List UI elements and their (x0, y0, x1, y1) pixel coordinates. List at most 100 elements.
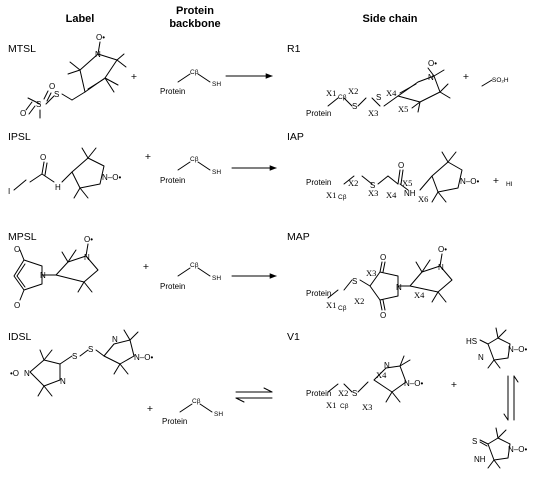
iap-x6: X6 (418, 194, 428, 204)
ipsl-o: O (40, 153, 46, 162)
v1-n1: N (384, 361, 390, 370)
backbone-2-protein: Protein (160, 176, 185, 185)
header-backbone-line1: Protein (176, 5, 214, 17)
backbone-4-cbeta: Cβ (192, 398, 201, 405)
label-idsl: IDSL (8, 331, 32, 343)
backbone-3-sh: SH (212, 275, 221, 282)
label-mpsl: MPSL (8, 231, 37, 243)
byproduct-1: SO₂H (492, 77, 509, 84)
iap-n-o: N–O• (460, 177, 479, 186)
plus-4: + (147, 403, 153, 415)
label-ipsl: IPSL (8, 131, 31, 143)
mtsl-o2: O (49, 82, 55, 91)
plus-2b: + (493, 175, 499, 187)
mtsl-structure (25, 41, 127, 119)
r1-x4: X4 (386, 88, 397, 98)
backbone-2-sh: SH (212, 169, 221, 176)
map-o2: O (380, 311, 386, 320)
mpsl-o-rad: O• (84, 235, 93, 244)
v1-x1: X1 (326, 400, 336, 410)
plus-1: + (131, 71, 137, 83)
iap-s: S (370, 181, 375, 190)
product-v1: V1 (287, 331, 300, 343)
r1-s1: S (352, 102, 357, 111)
header-label: Label (66, 13, 95, 25)
tautomer-s: S (472, 437, 477, 446)
header-side-chain: Side chain (362, 13, 417, 25)
byproduct-2: HI (506, 181, 513, 188)
label-mtsl: MTSL (8, 43, 36, 55)
idsl-n-o: N–O• (134, 353, 153, 362)
map-x2: X2 (354, 296, 364, 306)
backbone-1-sh: SH (212, 81, 221, 88)
plus-3: + (143, 261, 149, 273)
product-r1: R1 (287, 43, 301, 55)
product-iap: IAP (287, 131, 304, 143)
v1-n-o: N–O• (404, 379, 423, 388)
r1-o: O• (428, 59, 437, 68)
r1-x3: X3 (368, 108, 378, 118)
r1-cbeta: Cβ (338, 94, 347, 101)
iap-x3: X3 (368, 188, 378, 198)
mpsl-structure (13, 243, 99, 301)
map-s: S (352, 277, 357, 286)
map-o1: O (380, 253, 386, 262)
header-backbone-line2: backbone (169, 18, 220, 30)
tautomer-nh: NH (474, 455, 486, 464)
iap-x2: X2 (348, 178, 358, 188)
map-protein: Protein (306, 289, 331, 298)
r1-x2: X2 (348, 86, 358, 96)
iap-x1: X1 (326, 190, 336, 200)
map-cbeta: Cβ (338, 305, 347, 312)
backbone-2 (177, 161, 211, 171)
backbone-4-sh: SH (214, 411, 223, 418)
iap-o: O (398, 161, 404, 170)
mtsl-s1: S (54, 90, 59, 99)
backbone-3-cbeta: Cβ (190, 262, 199, 269)
v1-x2: X2 (338, 388, 348, 398)
mpsl-o2: O (14, 301, 20, 310)
iap-structure (343, 151, 463, 203)
plus-2: + (145, 151, 151, 163)
v1-s: S (352, 389, 357, 398)
ipsl-structure (13, 147, 105, 199)
v1-x3: X3 (362, 402, 372, 412)
r1-n: N (428, 73, 434, 82)
mtsl-o1: O (20, 109, 26, 118)
idsl-s1: S (72, 352, 77, 361)
backbone-1-protein: Protein (160, 87, 185, 96)
ipsl-i: I (8, 187, 10, 196)
mpsl-o1: O (14, 245, 20, 254)
map-o-rad: O• (438, 245, 447, 254)
map-x4: X4 (414, 290, 425, 300)
idsl-s2: S (88, 345, 93, 354)
map-structure (327, 253, 453, 311)
idsl-o-left: •O (10, 369, 19, 378)
tautomer-hs: HS (466, 337, 477, 346)
r1-x1: X1 (326, 88, 336, 98)
v1-x4: X4 (376, 370, 387, 380)
equilibrium-arrow (235, 387, 273, 403)
iap-protein: Protein (306, 178, 331, 187)
iap-x5: X5 (402, 178, 412, 188)
v1-structure (327, 355, 411, 403)
thione-tautomer (479, 427, 511, 469)
product-map: MAP (287, 231, 310, 243)
mpsl-n2: N (84, 253, 90, 262)
mtsl-o: O• (96, 33, 105, 42)
r1-s2: S (376, 93, 381, 102)
tautomer-n-o-2: N–O• (508, 445, 527, 454)
r1-structure (327, 67, 451, 113)
map-x3: X3 (366, 268, 376, 278)
ipsl-nh: H (55, 183, 61, 192)
iap-nh: NH (404, 189, 416, 198)
backbone-2-cbeta: Cβ (190, 156, 199, 163)
v1-protein: Protein (306, 389, 331, 398)
thiol-tautomer (479, 327, 511, 369)
backbone-4 (179, 403, 213, 413)
iap-x4: X4 (386, 190, 397, 200)
backbone-1-cbeta: Cβ (190, 69, 199, 76)
mtsl-n: N (95, 50, 101, 59)
idsl-n2: N (60, 377, 66, 386)
